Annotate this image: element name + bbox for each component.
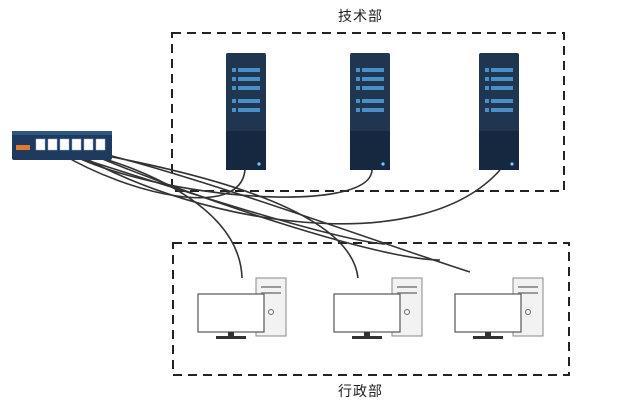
cable-cross-1 [63, 152, 386, 245]
tech-department-box [171, 32, 565, 192]
network-switch-icon [12, 131, 112, 160]
computer-3 [454, 277, 544, 339]
cable-to-server-3 [75, 152, 501, 225]
server-icon [479, 53, 519, 170]
computer-2 [333, 277, 423, 339]
server-1 [226, 53, 266, 170]
server-icon [350, 53, 390, 170]
admin-department-label: 行政部 [338, 384, 383, 400]
cable-to-computer-3 [99, 152, 471, 273]
desktop-computer-icon [454, 277, 544, 339]
computer-1 [197, 277, 287, 339]
desktop-computer-icon [333, 277, 423, 339]
server-icon [226, 53, 266, 170]
cable-to-computer-1 [83, 152, 243, 279]
cables [59, 152, 501, 279]
server-3 [479, 53, 519, 170]
desktop-computer-icon [197, 277, 287, 339]
tech-department-label: 技术部 [338, 9, 383, 25]
cable-to-computer-2 [91, 152, 359, 279]
cable-to-server-2 [67, 152, 373, 198]
cable-cross-2 [87, 152, 441, 261]
server-2 [350, 53, 390, 170]
